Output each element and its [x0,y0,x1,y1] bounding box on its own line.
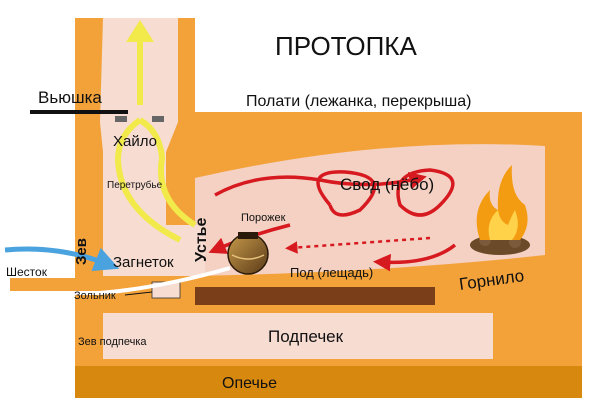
label-svod: Свод (нёбо) [340,175,434,194]
label-peretrubye: Перетрубье [107,179,163,191]
smoke-arrowhead [126,20,154,42]
label-zev-podpechka: Зев подпечка [78,336,147,348]
fire-icon [470,165,530,255]
flow-lower-loop [373,243,457,272]
label-opechye: Опечье [222,375,277,392]
diagram-title: ПРОТОПКА [275,31,417,61]
label-pod: Под (лещадь) [290,265,373,280]
label-porozhek: Порожек [241,212,286,224]
hearth-flow [10,266,231,295]
label-podpechek: Подпечек [268,327,344,346]
flow-loop-right [396,168,455,217]
label-zev: Зев [73,238,90,265]
label-khailo: Хайло [113,133,157,150]
label-shestok: Шесток [6,265,48,279]
label-ustye: Устье [193,217,210,262]
label-zagnetok: Загнеток [113,254,174,271]
flow-loop-left [316,170,377,217]
smoke-flow [114,40,197,243]
under-oven-chamber [103,313,493,359]
label-zolnik: Зольник [74,290,116,302]
label-polati: Полати (лежанка, перекрыша) [246,93,471,110]
stove-foundation [75,366,582,398]
air-inflow [4,246,120,272]
hearth-base [195,287,435,305]
damper-plate-left [115,116,127,122]
smoke-right-loop [138,117,197,228]
label-vyushka: Вьюшка [38,88,102,107]
pot-icon [227,232,269,275]
smoke-left-loop [114,117,182,243]
damper-plate-right [152,116,164,122]
zolnik-leader [124,291,153,296]
